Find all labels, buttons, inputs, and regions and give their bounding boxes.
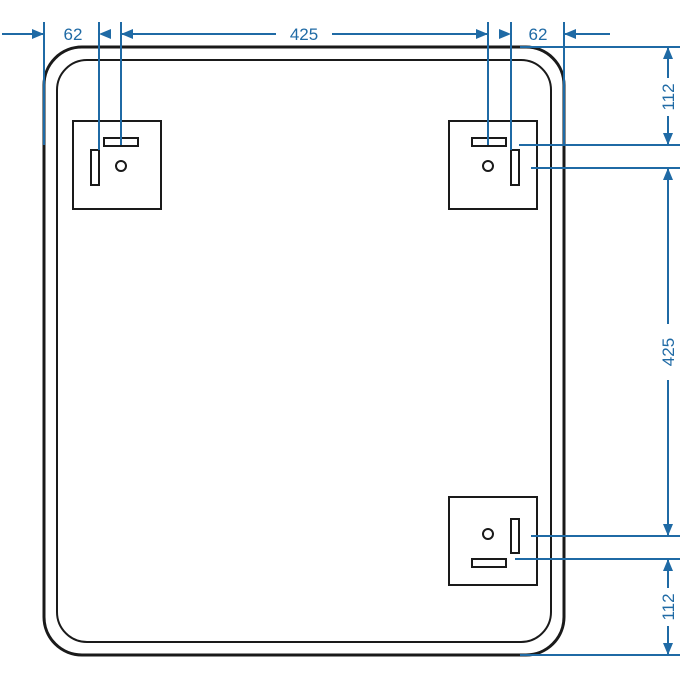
bracket-slot-vertical [510,518,520,554]
bracket-slot-vertical [510,149,520,186]
mirror-outer-outline [42,45,566,657]
dimension-arrow [663,47,673,59]
mirror-inner-outline [56,59,552,643]
bracket-hole [482,528,494,540]
dimension-arrow [663,559,673,571]
mirror-body [42,45,566,657]
dimension-arrow [499,29,511,39]
dimension-arrow [663,643,673,655]
dimension-arrow [663,133,673,145]
bracket-hole [115,160,127,172]
dimension-arrow [476,29,488,39]
dimension-arrow [121,29,133,39]
dimension-label-horizontal-spacing: 425 [290,25,318,44]
dimension-top: 62 425 62 [2,22,610,150]
dimension-label-top-inset: 112 [659,83,678,110]
dimension-arrow [32,29,44,39]
dimension-arrow [663,168,673,180]
dimension-label-left-inset: 62 [64,25,83,44]
dimension-arrow [99,29,111,39]
bracket-slot-horizontal [471,558,507,568]
bracket-top-left [72,120,162,210]
bracket-bottom-right [448,496,538,586]
dimension-label-right-inset: 62 [529,25,548,44]
dimension-arrow [564,29,576,39]
dimension-arrow [663,524,673,536]
bracket-slot-vertical [90,149,100,186]
dimension-right: 112 425 112 [515,46,680,656]
bracket-hole [482,160,494,172]
bracket-top-right [448,120,538,210]
dimension-label-vertical-spacing: 425 [659,338,678,366]
bracket-plate [448,496,538,586]
dimension-label-bottom-inset: 112 [659,593,678,620]
